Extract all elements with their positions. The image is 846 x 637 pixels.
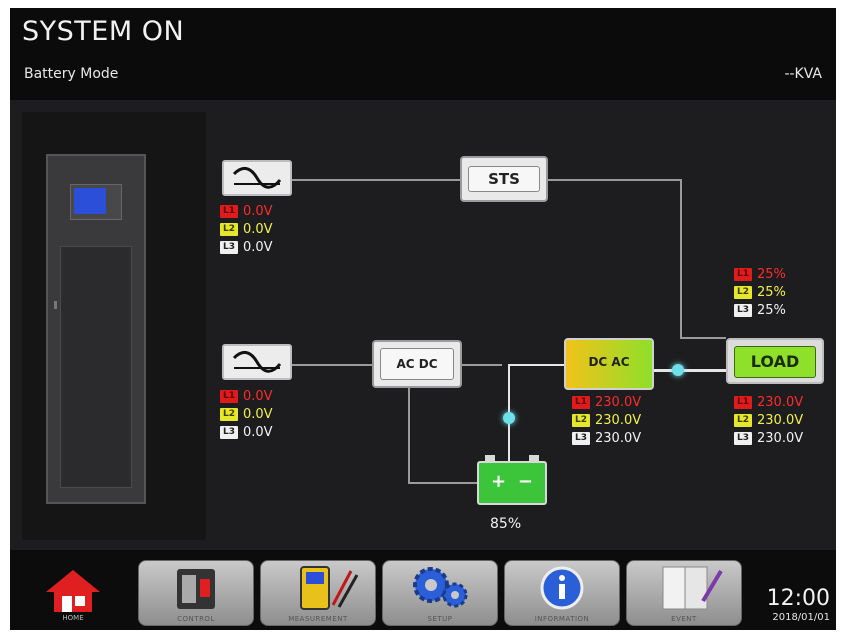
main-input-source-button[interactable] bbox=[222, 344, 292, 380]
rectifier-out-line bbox=[462, 364, 502, 366]
battery-terminal-right bbox=[529, 455, 539, 461]
multimeter-icon bbox=[300, 566, 359, 610]
information-label: INFORMATION bbox=[534, 615, 590, 623]
measurement-button[interactable]: MEASUREMENT bbox=[260, 560, 376, 626]
load-button[interactable]: LOAD bbox=[726, 338, 824, 384]
bypass-line bbox=[292, 179, 460, 181]
setup-button[interactable]: SETUP bbox=[382, 560, 498, 626]
cabinet-handle bbox=[54, 301, 57, 309]
cabinet-panel bbox=[22, 112, 206, 540]
sine-wave-icon bbox=[232, 167, 282, 189]
battery-plus-icon: + bbox=[491, 471, 507, 492]
home-button[interactable]: HOME bbox=[42, 566, 104, 626]
home-label: HOME bbox=[62, 614, 84, 622]
cabinet-door bbox=[60, 246, 132, 488]
main-input-line bbox=[292, 364, 372, 366]
clock-time: 12:00 bbox=[766, 586, 830, 611]
control-button[interactable]: CONTROL bbox=[138, 560, 254, 626]
info-icon bbox=[540, 566, 584, 610]
system-status-title: SYSTEM ON bbox=[22, 16, 185, 47]
bypass-drop-line bbox=[680, 179, 682, 339]
information-button[interactable]: INFORMATION bbox=[504, 560, 620, 626]
setup-label: SETUP bbox=[427, 615, 453, 623]
inverter-label: DC AC bbox=[588, 355, 630, 369]
inverter-button[interactable]: DC AC bbox=[564, 338, 654, 390]
rectifier-button[interactable]: AC DC bbox=[372, 340, 462, 388]
kva-readout: --KVA bbox=[784, 66, 822, 82]
control-icon bbox=[177, 569, 215, 609]
bypass-to-load-line bbox=[680, 337, 726, 339]
operating-mode-text: Battery Mode bbox=[24, 66, 119, 82]
home-icon bbox=[46, 570, 100, 612]
battery-minus-icon: − bbox=[517, 471, 533, 492]
rectifier-to-battery-line bbox=[408, 482, 478, 484]
control-label: CONTROL bbox=[177, 615, 215, 623]
inverter-out-line bbox=[654, 369, 728, 372]
battery-flow-dot bbox=[503, 412, 515, 424]
bypass-source-button[interactable] bbox=[222, 160, 292, 196]
sts-button[interactable]: STS bbox=[460, 156, 548, 202]
sine-wave-icon bbox=[232, 351, 282, 373]
measurement-label: MEASUREMENT bbox=[288, 615, 348, 623]
gear-icon bbox=[413, 567, 468, 608]
cabinet-lcd bbox=[74, 188, 106, 214]
rectifier-label: AC DC bbox=[380, 348, 454, 380]
event-button[interactable]: EVENT bbox=[626, 560, 742, 626]
dc-bus-line bbox=[508, 364, 564, 366]
sts-label: STS bbox=[468, 166, 540, 192]
battery-charge-text: 85% bbox=[490, 516, 522, 532]
clock-date: 2018/01/01 bbox=[772, 612, 830, 623]
event-log-icon bbox=[662, 566, 723, 610]
footer-nav: HOME CONTROL MEASUREMENT bbox=[10, 550, 836, 630]
ups-cabinet-image bbox=[46, 154, 146, 504]
rectifier-drop-line bbox=[408, 386, 410, 482]
battery-terminal-left bbox=[485, 455, 495, 461]
cabinet-lcd-frame bbox=[70, 184, 122, 220]
load-label: LOAD bbox=[734, 346, 816, 378]
bypass-line-2 bbox=[548, 179, 682, 181]
header-bar: SYSTEM ON Battery Mode --KVA bbox=[10, 8, 836, 100]
battery-button[interactable]: + − bbox=[477, 455, 547, 505]
inverter-flow-dot bbox=[672, 364, 684, 376]
event-label: EVENT bbox=[671, 615, 697, 623]
